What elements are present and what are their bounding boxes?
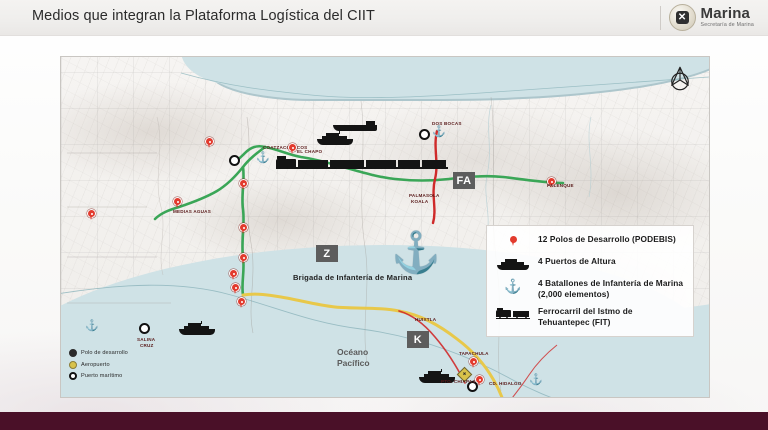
place-label-cd-hidalgo: CD. HIDALGO: [489, 381, 522, 386]
brand-subtitle: Secretaría de Marina: [700, 22, 754, 29]
legend-label-puerto-maritimo: Puerto marítimo: [81, 373, 123, 379]
legend-label-podebis: 12 Polos de Desarrollo (PODEBIS): [538, 234, 676, 244]
ship-icon-puerto-chiapas: [419, 368, 455, 383]
marina-brand-logo: ✕ Marina Secretaría de Marina: [659, 3, 754, 32]
place-label-palmasola: PALMASOLA: [409, 193, 440, 198]
podebis-pin-corridor-4: [229, 269, 238, 281]
legend-item-aeropuerto: Aeropuerto: [69, 360, 161, 369]
anchor-icon: ⚓: [504, 277, 522, 294]
legend-label-batallones: 4 Batallones de Infantería de Marina (2,…: [538, 278, 684, 299]
podebis-pin-palenque: [547, 177, 556, 189]
ship-icon: [496, 256, 530, 271]
podebis-pin-medias-aguas: [173, 197, 182, 209]
legend-label-puertos: 4 Puertos de Altura: [538, 256, 616, 266]
place-label-medias-aguas: MEDIAS AGUAS: [173, 209, 211, 214]
anchor-icon-cd-hidalgo: ⚓: [529, 374, 543, 386]
brigada-anchor-icon: ⚓: [391, 231, 441, 275]
state-box-k: K: [407, 331, 429, 348]
seaport-icon: [69, 372, 77, 380]
place-label-coatzacoalcos: COATZACOALCOS: [263, 145, 308, 150]
slide-header: Medios que integran la Plataforma Logíst…: [0, 0, 768, 36]
brand-text-block: Marina Secretaría de Marina: [701, 6, 754, 28]
brand-divider: [659, 5, 661, 30]
podebis-pin-corridor-5: [231, 283, 240, 295]
marina-seal-icon: ✕: [668, 4, 696, 31]
legend-item-batallones: ⚓ 4 Batallones de Infantería de Marina (…: [496, 278, 684, 299]
podebis-pin-corridor-7: [205, 137, 214, 149]
compass-north-icon: [671, 66, 689, 91]
page-title: Medios que integran la Plataforma Logíst…: [32, 8, 375, 24]
place-label-el-chapo: EL CHAPO: [297, 149, 323, 154]
map-legend: 12 Polos de Desarrollo (PODEBIS) 4 Puert…: [486, 225, 694, 338]
seaport-marker-coatzacoalcos: [229, 155, 240, 166]
train-icon-fit: [276, 155, 448, 169]
seal-x-glyph: ✕: [677, 11, 687, 23]
place-label-salina: SALINA: [137, 337, 156, 342]
podebis-pin-el-chapo: [288, 143, 297, 155]
anchor-icon-coatzacoalcos: ⚓: [256, 152, 270, 164]
place-label-dos-bocas: DOS BOCAS: [432, 121, 462, 126]
airport-icon: [69, 360, 77, 369]
tanker-ship-dos-bocas: [333, 119, 377, 131]
place-label-pto-chiapas: PTO. CHIAPAS: [441, 379, 476, 384]
legend-item-ferrocarril: Ferrocarril del Istmo de Tehuantepec (FI…: [496, 306, 684, 327]
seaport-marker-salina-cruz: [139, 323, 150, 334]
ship-icon-coatzacoalcos: [317, 130, 353, 145]
podebis-pin-corridor-1: [239, 179, 248, 191]
podebis-pin-corridor-2: [239, 223, 248, 235]
map-legend-markers: Polo de desarrollo Aeropuerto Puerto mar…: [69, 349, 161, 384]
legend-item-puertos: 4 Puertos de Altura: [496, 256, 684, 271]
anchor-icon-salina-cruz: ⚓: [85, 320, 99, 332]
podebis-pin-corridor-3: [239, 253, 248, 265]
place-label-koala: KOALA: [411, 199, 429, 204]
podebis-pin-corridor-6: [237, 297, 246, 309]
brigada-label: Brigada de Infantería de Marina: [293, 273, 413, 282]
podebis-pin-corridor-9: [469, 357, 478, 369]
podebis-pin-corridor-10: [475, 375, 484, 387]
seaport-marker-puerto-chiapas: [467, 381, 478, 392]
seaport-marker-dos-bocas: [419, 129, 430, 140]
state-box-z: Z: [316, 245, 338, 262]
place-label-huixtla: HUIXTLA: [415, 317, 437, 322]
place-label-palenque: PALENQUE: [547, 183, 574, 188]
legend-label-aeropuerto: Aeropuerto: [81, 361, 110, 368]
pin-icon: [496, 234, 530, 249]
train-icon: [496, 306, 530, 321]
legend-label-ferrocarril: Ferrocarril del Istmo de Tehuantepec (FI…: [538, 306, 633, 327]
ship-icon-salina-cruz: [179, 320, 215, 335]
development-pole-icon: [69, 349, 77, 357]
legend-item-podebis: 12 Polos de Desarrollo (PODEBIS): [496, 234, 684, 249]
place-label-cruz: CRUZ: [140, 343, 154, 348]
podebis-pin-corridor-8: [87, 209, 96, 221]
state-box-fa: FA: [453, 172, 475, 189]
place-label-tapachula: TAPACHULA: [459, 351, 489, 356]
anchor-icon-dos-bocas: ⚓: [432, 126, 446, 138]
legend-item-polo-desarrollo: Polo de desarrollo: [69, 349, 161, 357]
brand-name: Marina: [700, 5, 751, 23]
slide-footer-bar: [0, 412, 768, 430]
legend-label-polo-desarrollo: Polo de desarrollo: [81, 350, 128, 356]
legend-item-puerto-maritimo: Puerto marítimo: [69, 372, 161, 380]
